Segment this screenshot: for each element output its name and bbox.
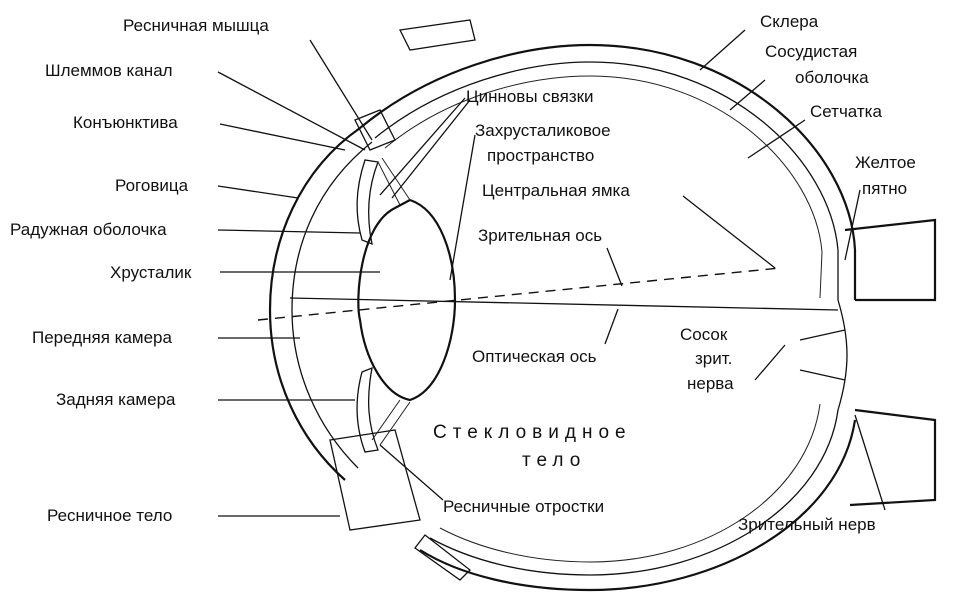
retina-layer bbox=[384, 75, 823, 563]
leader-lines bbox=[217, 29, 886, 517]
lens-shape bbox=[357, 198, 457, 402]
label-zonule: Цинновы связки bbox=[466, 87, 594, 106]
label-choroid-1: Сосудистая bbox=[765, 42, 857, 61]
zonule-fibers bbox=[371, 157, 411, 446]
label-conjunctiva: Конъюнктива bbox=[73, 113, 178, 132]
label-iris: Радужная оболочка bbox=[10, 220, 167, 239]
optic-nerve-shape bbox=[799, 218, 937, 507]
label-schlemm-canal: Шлеммов канал bbox=[45, 61, 173, 80]
choroid-layer bbox=[374, 61, 839, 576]
label-cornea: Роговица bbox=[115, 176, 189, 195]
label-choroid-2: оболочка bbox=[795, 68, 869, 87]
label-ciliary-body: Ресничное тело bbox=[47, 506, 172, 525]
label-optic-nerve: Зрительный нерв bbox=[738, 515, 876, 534]
sclera-outer bbox=[359, 43, 857, 592]
label-vitreous-1: Стекловидное bbox=[433, 422, 632, 443]
label-visual-axis: Зрительная ось bbox=[478, 226, 602, 245]
optical-axis-line bbox=[289, 297, 839, 311]
ciliary-body-shape bbox=[329, 19, 476, 581]
label-ciliary-muscle: Ресничная мышца bbox=[123, 16, 269, 35]
label-sclera: Склера bbox=[760, 12, 819, 31]
label-optical-axis: Оптическая ось bbox=[472, 347, 597, 366]
label-macula-2: пятно bbox=[862, 179, 907, 198]
label-posterior-chamber: Задняя камера bbox=[56, 390, 176, 409]
label-papilla-1: Сосок bbox=[680, 325, 728, 344]
label-fovea: Центральная ямка bbox=[482, 181, 630, 200]
visual-axis-line bbox=[257, 267, 781, 321]
label-retrolental-1: Захрусталиковое bbox=[475, 121, 611, 140]
cornea-shape bbox=[268, 127, 373, 481]
label-retrolental-2: пространство bbox=[487, 146, 594, 165]
label-papilla-3: нерва bbox=[687, 374, 734, 393]
label-anterior-chamber: Передняя камера bbox=[32, 328, 173, 347]
label-papilla-2: зрит. bbox=[695, 349, 732, 368]
label-vitreous-2: тело bbox=[522, 450, 586, 471]
label-ciliary-processes: Ресничные отростки bbox=[443, 497, 604, 516]
label-retina: Сетчатка bbox=[810, 102, 882, 121]
label-lens: Хрусталик bbox=[110, 263, 192, 282]
iris-shape bbox=[356, 159, 379, 453]
label-macula-1: Желтое bbox=[855, 153, 916, 172]
